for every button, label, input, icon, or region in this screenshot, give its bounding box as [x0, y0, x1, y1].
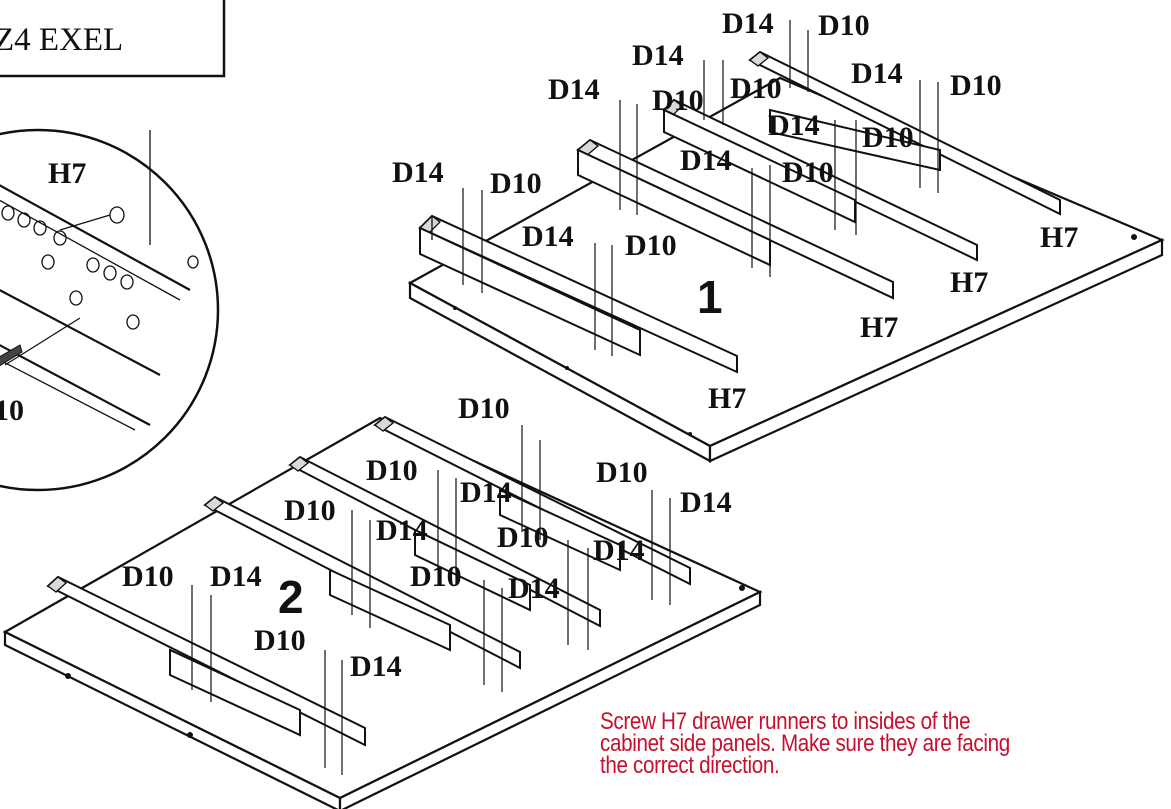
s2-c-d10: D10	[284, 494, 336, 527]
s1-b-d14: D14	[632, 39, 684, 72]
s2-e-d14: D14	[508, 572, 560, 605]
svg-text:D14: D14	[851, 57, 903, 90]
screw-icon	[0, 344, 23, 367]
step1-number: 1	[697, 271, 723, 323]
svg-text:D10: D10	[652, 84, 704, 117]
step1-runner-4	[748, 50, 1061, 216]
svg-text:D14: D14	[460, 476, 512, 509]
step1-screws	[462, 20, 939, 356]
svg-text:D10: D10	[625, 229, 677, 262]
svg-text:D14: D14	[593, 534, 645, 567]
s1-runner-label-3: H7	[950, 266, 988, 299]
s2-d-d10: D10	[497, 521, 549, 554]
s1-a-d14: D14	[548, 73, 600, 106]
step2-runner-3	[288, 455, 601, 628]
svg-text:D10: D10	[122, 560, 174, 593]
s2-a-d14: D14	[460, 476, 512, 509]
svg-text:D10: D10	[818, 9, 870, 42]
s2-b-d10: D10	[596, 456, 648, 489]
svg-text:D10: D10	[410, 560, 462, 593]
s1-e-d14: D14	[768, 109, 820, 142]
svg-text:D10: D10	[366, 454, 418, 487]
s2-e-d10: D10	[410, 560, 462, 593]
detail-magnifier: H7 10	[0, 128, 220, 492]
s2-d-d14: D14	[593, 534, 645, 567]
svg-text:D14: D14	[680, 144, 732, 177]
s1-b-d10: D10	[730, 72, 782, 105]
s1-h-d10: D10	[625, 229, 677, 262]
svg-text:D10: D10	[254, 624, 306, 657]
svg-text:D10: D10	[596, 456, 648, 489]
svg-text:D14: D14	[376, 514, 428, 547]
s1-c-d14: D14	[722, 7, 774, 40]
svg-text:D14: D14	[722, 7, 774, 40]
s2-a-d10: D10	[366, 454, 418, 487]
step1-assembly: D14 D10 D14 D10 D14 D10 D14 D10 D14 D10 …	[392, 7, 1165, 463]
step2-runner-2	[203, 495, 521, 670]
s1-runner-label-1: H7	[708, 382, 746, 415]
step2-runner-4	[373, 415, 691, 586]
s1-g-d10: D10	[490, 167, 542, 200]
model-name: Z4 EXEL	[0, 22, 123, 58]
model-header: Z4 EXEL	[0, 0, 226, 78]
step1-runner-1	[418, 214, 738, 374]
step2-runner-1	[46, 575, 366, 747]
s2-f-d14: D14	[210, 560, 262, 593]
svg-text:D14: D14	[508, 572, 560, 605]
svg-text:D14: D14	[392, 156, 444, 189]
s1-f-d10: D10	[782, 156, 834, 189]
s1-d-d14: D14	[851, 57, 903, 90]
s1-h-d14: D14	[522, 220, 574, 253]
step1-runner-3	[662, 98, 978, 262]
s1-f-d14: D14	[680, 144, 732, 177]
detail-runner-label: H7	[48, 157, 86, 190]
s2-c-d14: D14	[376, 514, 428, 547]
s2-g-d10: D10	[458, 392, 510, 425]
s2-f-d10: D10	[122, 560, 174, 593]
svg-text:D14: D14	[680, 486, 732, 519]
instruction-line-1: Screw H7 drawer runners to insides of th…	[600, 708, 971, 735]
svg-text:D10: D10	[497, 521, 549, 554]
svg-text:D10: D10	[284, 494, 336, 527]
step2-assembly: D10 D10 D14 D10 D14 D10 D14 D10 D14 D10 …	[2, 392, 763, 809]
instruction-note: Screw H7 drawer runners to insides of th…	[600, 708, 1086, 779]
detail-holes	[1, 205, 199, 330]
svg-text:D14: D14	[548, 73, 600, 106]
svg-text:D10: D10	[862, 121, 914, 154]
svg-text:D10: D10	[782, 156, 834, 189]
detail-screw-label: 10	[0, 394, 24, 427]
s1-c-d10: D10	[818, 9, 870, 42]
svg-text:D14: D14	[768, 109, 820, 142]
s2-g2-d10: D10	[254, 624, 306, 657]
instruction-line-2: cabinet side panels. Make sure they are …	[600, 730, 1010, 757]
svg-text:D10: D10	[950, 69, 1002, 102]
s1-runner-label-2: H7	[860, 311, 898, 344]
s1-runner-label-4: H7	[1040, 221, 1078, 254]
s1-g-d14: D14	[392, 156, 444, 189]
svg-text:D14: D14	[350, 650, 402, 683]
instruction-line-3: the correct direction.	[600, 752, 780, 779]
svg-text:D14: D14	[522, 220, 574, 253]
s2-b-d14: D14	[680, 486, 732, 519]
s1-a-d10: D10	[652, 84, 704, 117]
s1-e-d10: D10	[862, 121, 914, 154]
step2-screws	[191, 425, 671, 775]
s2-g2-d14: D14	[350, 650, 402, 683]
svg-text:D10: D10	[458, 392, 510, 425]
step2-number: 2	[278, 571, 304, 623]
s1-d-d10: D10	[950, 69, 1002, 102]
svg-text:D10: D10	[730, 72, 782, 105]
svg-text:D10: D10	[490, 167, 542, 200]
svg-text:D14: D14	[210, 560, 262, 593]
svg-text:D14: D14	[632, 39, 684, 72]
